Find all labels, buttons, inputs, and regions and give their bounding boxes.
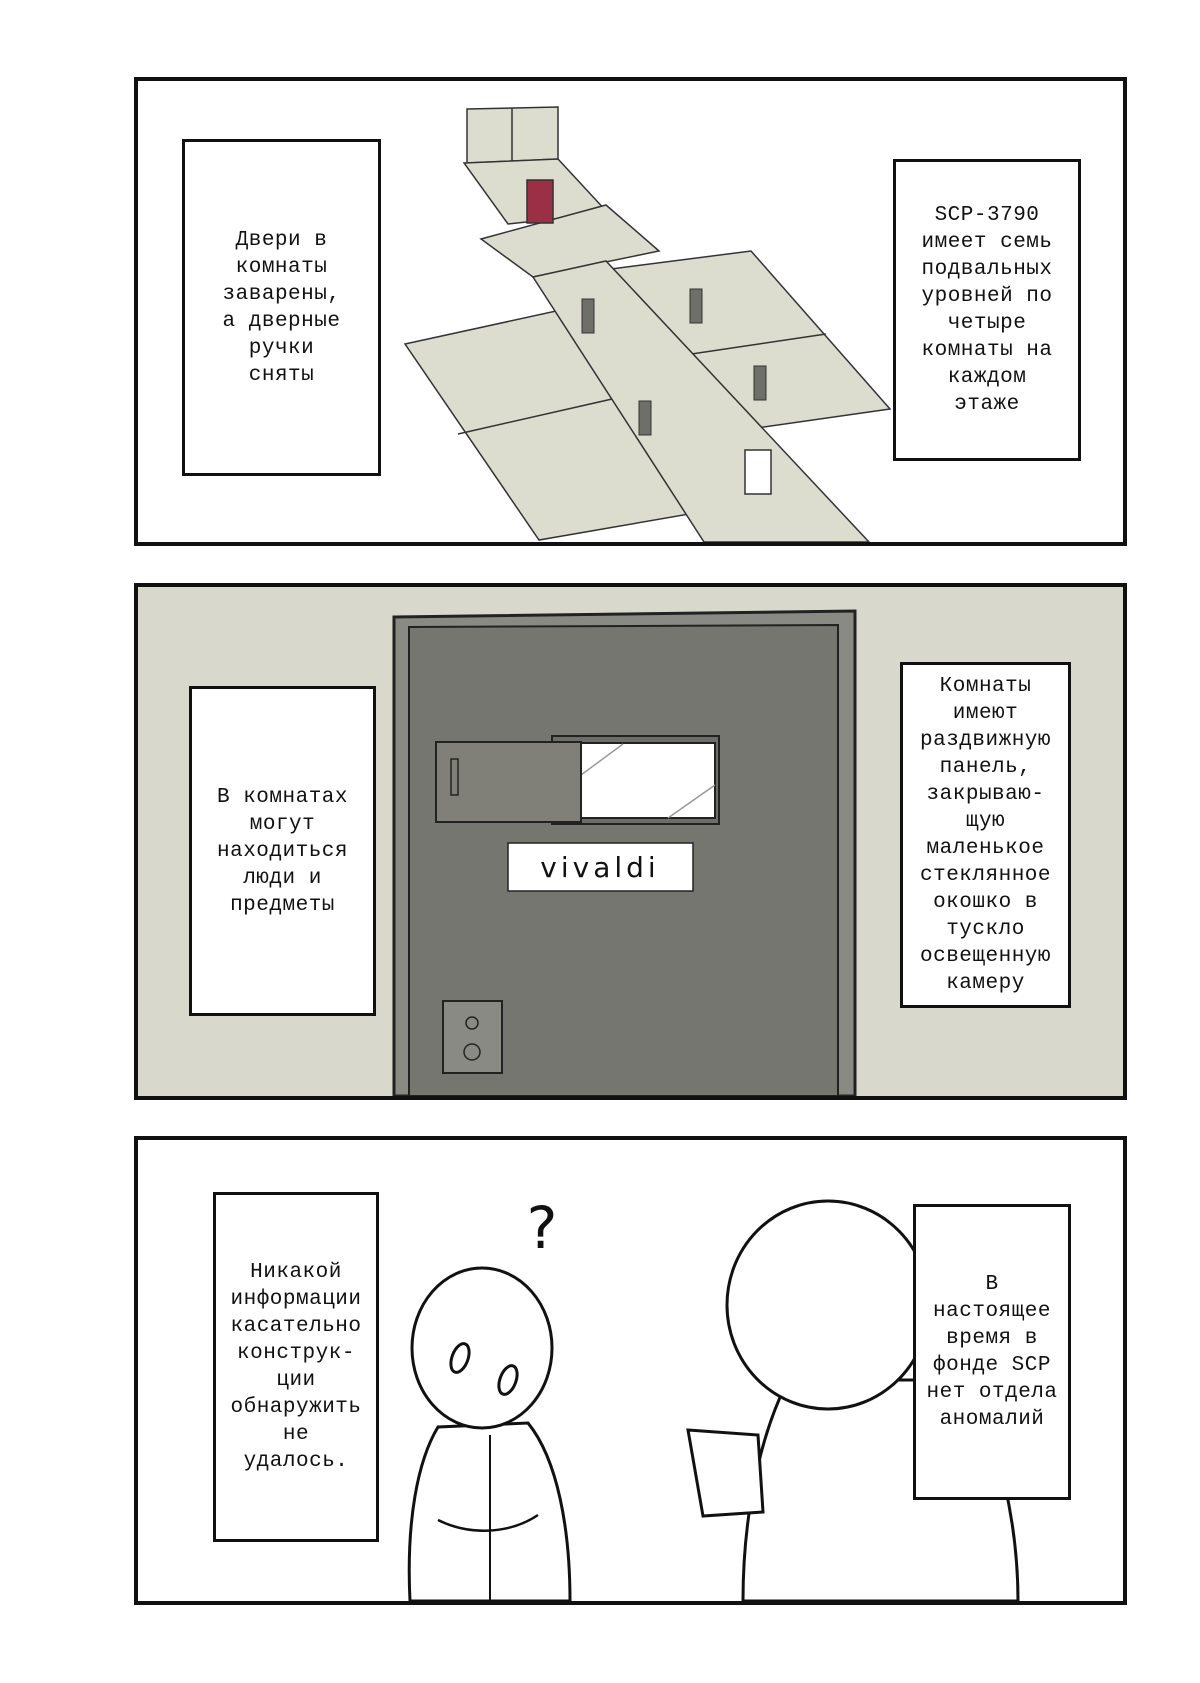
caption-basement-levels: SCP-3790 имеет семь подвальных уровней п… xyxy=(893,159,1081,461)
caption-no-anomalies-department: В настоящее время в фонде SCP нет отдела… xyxy=(913,1204,1071,1500)
caption-rooms-contents: В комнатах могут находиться люди и предм… xyxy=(189,686,376,1016)
red-door xyxy=(526,179,554,224)
door-illustration: vivaldi xyxy=(392,609,857,1096)
sliding-panel xyxy=(435,741,582,823)
white-door xyxy=(744,449,772,495)
caption-sliding-panel: Комнаты имеют раздвижную панель, закрыва… xyxy=(900,662,1071,1008)
door-nameplate xyxy=(507,842,694,892)
nameplate-text: vivaldi xyxy=(540,851,659,884)
comic-panel-3: ? Никакой информации касательно конструк… xyxy=(134,1136,1127,1605)
right-figure-head xyxy=(725,1199,931,1411)
glass-window xyxy=(580,742,716,819)
floor-plan-illustration xyxy=(403,106,892,542)
clipboard xyxy=(686,1428,765,1518)
caption-no-information: Никакой информации касательно конструк- … xyxy=(213,1192,379,1542)
lock-plate xyxy=(442,1000,503,1074)
question-mark-icon: ? xyxy=(527,1194,558,1262)
caption-welded-doors: Двери в комнаты заварены, а дверные ручк… xyxy=(182,139,381,476)
comic-panel-2: vivaldi В комнатах могут находиться люди… xyxy=(134,583,1127,1100)
left-figure-head xyxy=(410,1266,554,1430)
comic-panel-1: Двери в комнаты заварены, а дверные ручк… xyxy=(134,77,1127,546)
